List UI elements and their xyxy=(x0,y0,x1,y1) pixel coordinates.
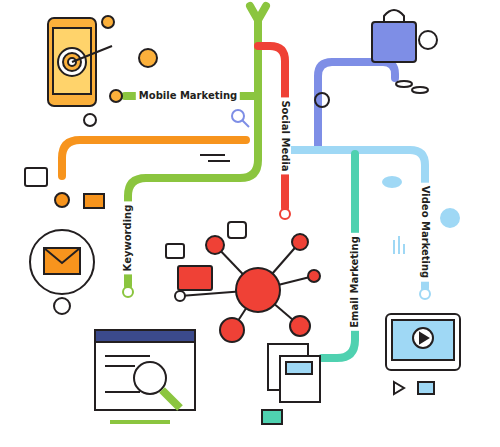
shopping-bag xyxy=(372,22,416,62)
magnifier xyxy=(134,362,166,394)
coin xyxy=(139,49,157,67)
network-node xyxy=(206,236,224,254)
dollar-badge xyxy=(419,31,437,49)
play-icon xyxy=(394,382,404,394)
network-node xyxy=(290,316,310,336)
bar-icon xyxy=(403,244,405,254)
speed-line xyxy=(208,160,230,162)
play-icon xyxy=(102,16,114,28)
text-line xyxy=(105,355,150,357)
play-triangle xyxy=(420,333,428,343)
chat-bubble-outline xyxy=(166,244,184,258)
key-icon xyxy=(110,90,122,102)
chat-bubble xyxy=(178,266,212,290)
play-button xyxy=(413,328,433,348)
bar-icon xyxy=(393,240,395,254)
chat-icon xyxy=(25,168,47,186)
document xyxy=(280,356,320,402)
tablet xyxy=(386,314,460,370)
document-image xyxy=(286,362,312,374)
envelope-small xyxy=(262,410,282,424)
text-line xyxy=(105,391,140,393)
dart xyxy=(72,46,112,62)
cycle-ring xyxy=(30,230,94,294)
bag-handle xyxy=(384,10,404,22)
envelope-small xyxy=(84,194,104,208)
text-line xyxy=(105,365,135,367)
orange-line xyxy=(62,140,246,176)
envelope xyxy=(44,248,80,274)
branch-label: Keywording xyxy=(122,202,134,275)
speed-line xyxy=(200,154,225,156)
envelope-flap xyxy=(44,248,80,263)
network-node xyxy=(220,318,244,342)
gear-icon xyxy=(441,209,459,227)
coin xyxy=(396,81,412,87)
check-icon xyxy=(315,93,329,107)
blue-line xyxy=(318,62,395,150)
key xyxy=(110,420,170,424)
camera-icon xyxy=(418,382,434,394)
globe-icon xyxy=(54,298,70,314)
network-node xyxy=(175,291,185,301)
network-node xyxy=(308,270,320,282)
tablet-screen xyxy=(392,320,454,360)
at-badge xyxy=(55,193,69,207)
browser-window xyxy=(95,330,195,410)
branch-label: Social Media xyxy=(279,97,291,174)
branch-label: Email Marketing xyxy=(349,233,361,331)
green-line xyxy=(128,6,266,286)
line-end xyxy=(280,209,290,219)
bar-icon xyxy=(398,236,400,254)
coin xyxy=(412,87,428,93)
at-icon xyxy=(84,114,96,126)
thumbs-up xyxy=(228,222,246,238)
hub xyxy=(236,268,280,312)
magnifier-handle xyxy=(162,390,180,408)
line-end xyxy=(420,289,430,299)
magnifier-handle xyxy=(242,120,249,127)
branch-label: Mobile Marketing xyxy=(136,90,240,102)
line-end xyxy=(123,287,133,297)
cloud-icon xyxy=(382,176,402,188)
branch-label: Video Marketing xyxy=(419,183,431,282)
browser-bar xyxy=(95,330,195,342)
network-node xyxy=(292,234,308,250)
